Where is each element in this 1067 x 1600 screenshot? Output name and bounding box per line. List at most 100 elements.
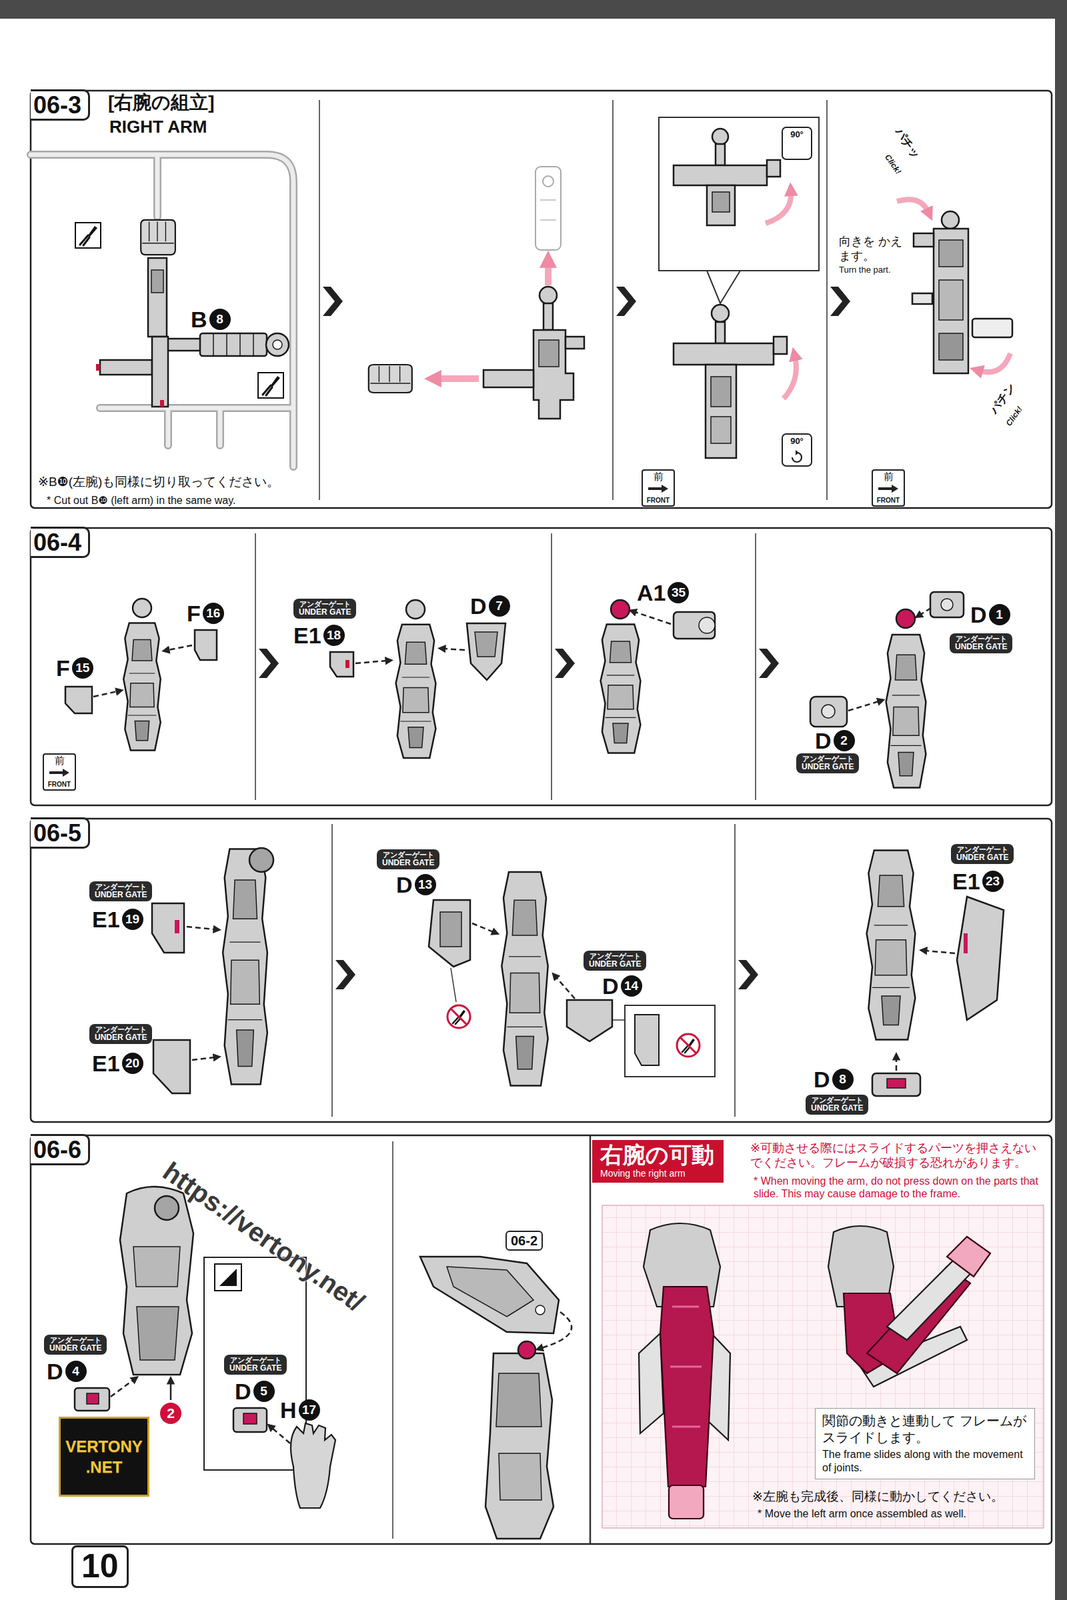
frame-part	[912, 293, 933, 305]
sprue-runner	[30, 154, 294, 467]
assembly-arrow	[444, 648, 465, 651]
assembly-arrow	[848, 701, 879, 711]
pink-arrow	[544, 262, 552, 286]
arm-part	[940, 598, 953, 611]
pink-arrow	[765, 192, 791, 224]
frame-part	[972, 318, 1013, 338]
part-number: 2	[833, 730, 855, 752]
part-b8	[166, 338, 202, 351]
part-letter: D	[813, 1068, 831, 1092]
part-b8	[152, 336, 169, 407]
arm-part	[65, 592, 964, 788]
frame-part	[673, 128, 787, 459]
frame-part	[565, 336, 585, 349]
arm-movement	[638, 1333, 664, 1434]
frame-part	[913, 233, 934, 247]
arm-part	[133, 1247, 181, 1288]
frame-part	[705, 364, 737, 459]
nipper-icon	[75, 222, 284, 399]
arm-part	[420, 1257, 559, 1334]
node-text: アンダーゲート	[810, 1096, 863, 1105]
arm-part	[866, 850, 916, 1040]
arm-part	[496, 1373, 542, 1428]
note-text-en: * Cut out B❿ (left arm) in the same way.	[46, 494, 314, 507]
arm-part	[120, 1187, 194, 1376]
frame-part	[483, 370, 534, 388]
assembly-arrow	[920, 608, 931, 615]
icon-glyph	[878, 484, 899, 493]
front-icon: 前FRONT	[42, 753, 77, 791]
frame-part	[715, 322, 725, 344]
node-text: アンダーゲート	[94, 1025, 147, 1034]
node-text: UNDER GATE	[956, 853, 1009, 863]
arm-part	[600, 624, 641, 753]
part-number: 8	[832, 1069, 854, 1091]
movement-grid	[602, 1205, 1044, 1529]
frame-part	[938, 280, 963, 321]
part-number: 7	[488, 595, 511, 617]
part-b8	[96, 364, 101, 371]
no-cut-icon	[450, 968, 457, 1003]
step-frame	[30, 90, 1052, 1545]
frame-part	[710, 416, 731, 444]
assembly-arrow	[186, 923, 955, 1072]
arm-movement	[660, 1287, 714, 1488]
assembly-arrow	[925, 950, 955, 954]
assembly-arrow	[634, 612, 671, 625]
part-letter: E1	[293, 624, 322, 647]
part-letter: E1	[92, 1052, 121, 1076]
node-text: FRONT	[48, 780, 71, 789]
step-arrow	[258, 648, 279, 679]
part-number: 19	[122, 908, 144, 931]
rotate-icon: 90°	[781, 433, 813, 467]
arm-part	[396, 624, 437, 759]
column-divider	[332, 824, 735, 1118]
part-b8	[148, 258, 167, 337]
detail-inset	[612, 1019, 625, 1021]
node-text: VERTONY .NET	[63, 1436, 145, 1478]
part-b8	[266, 333, 289, 357]
under-gate-tag: アンダーゲートUNDER GATE	[89, 1024, 153, 1045]
part-letter: B	[190, 308, 208, 331]
frame-part	[766, 160, 781, 177]
part-b8	[151, 270, 164, 293]
part-b8	[200, 333, 267, 357]
arm-part	[123, 622, 161, 751]
frame-part	[673, 165, 767, 186]
frame-part	[938, 240, 963, 267]
part-letter: H	[280, 1399, 297, 1422]
part-number: 8	[209, 308, 231, 331]
caution-text-en: * When moving the arm, do not press down…	[753, 1175, 1047, 1201]
node-text: UNDER GATE	[588, 960, 641, 969]
pink-arrow	[783, 356, 797, 399]
part-number: 14	[620, 975, 643, 997]
arm-part	[86, 1393, 99, 1405]
part-b8	[272, 340, 283, 350]
under-gate-tag: アンダーゲートUNDER GATE	[583, 950, 647, 971]
option-box	[204, 1257, 336, 1509]
page-number: 10	[71, 1545, 129, 1589]
rotate-icon: 90°	[781, 126, 813, 161]
step-arrow	[616, 286, 637, 317]
arm-part	[896, 609, 915, 629]
part-number: 18	[323, 624, 345, 647]
nipper-icon	[75, 222, 101, 249]
assembly-arrow	[168, 645, 193, 651]
pink-arrow	[436, 375, 479, 383]
node-text: アンダーゲート	[588, 952, 641, 961]
arm-part	[485, 1353, 554, 1540]
under-gate-tag: アンダーゲートUNDER GATE	[376, 849, 440, 870]
assembly-arrow	[556, 977, 575, 999]
part-b8	[160, 400, 165, 407]
node-text: 06-3	[33, 91, 82, 119]
frame-part	[368, 364, 413, 393]
click-sound-en: Click!	[882, 153, 903, 177]
icon-glyph	[49, 768, 70, 777]
detail-inset	[706, 270, 741, 304]
node-text: UNDER GATE	[810, 1104, 863, 1114]
no-cut-icon	[447, 968, 471, 1029]
part-b8	[140, 220, 176, 255]
